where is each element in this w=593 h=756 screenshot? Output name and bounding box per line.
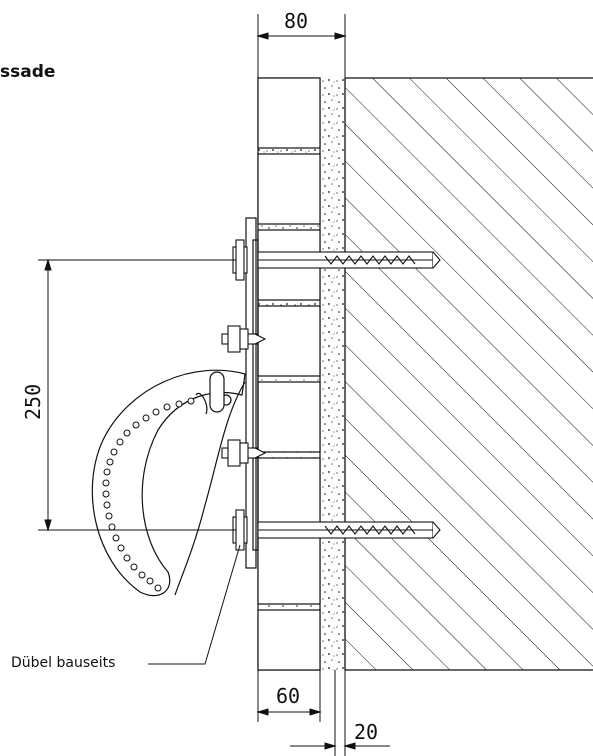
plaster-layer [319, 78, 345, 670]
masonry-wall [344, 77, 593, 671]
dimension-20-text: 20 [354, 720, 378, 744]
cladding-layer [257, 77, 321, 671]
lower-bolt [221, 439, 267, 467]
dimension-250-text: 250 [21, 384, 45, 420]
dimension-80 [256, 14, 347, 78]
upper-anchor [232, 239, 441, 281]
dimension-250 [38, 258, 236, 532]
dimension-60 [256, 670, 322, 722]
dimension-20 [290, 670, 390, 756]
anchor-leader-line [148, 544, 241, 665]
dimension-80-text: 80 [284, 9, 308, 33]
adjustment-holes [102, 397, 195, 592]
adjustment-bracket [91, 369, 246, 597]
upper-bolt [221, 325, 267, 353]
drawing-title: ssade [0, 62, 56, 82]
mounting-plate [245, 217, 259, 569]
dimension-60-text: 60 [276, 684, 300, 708]
anchor-label: Dübel bauseits [11, 655, 116, 671]
